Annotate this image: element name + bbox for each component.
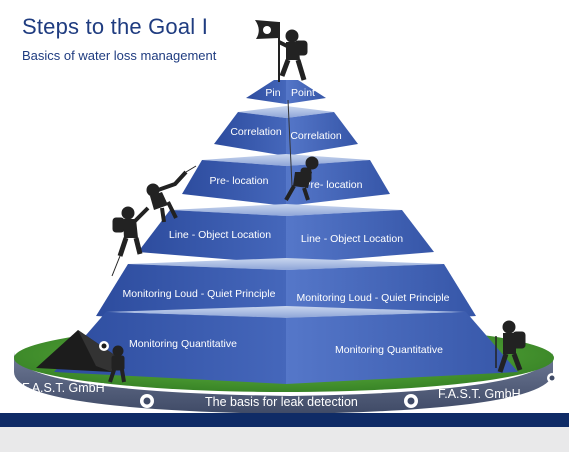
level-label-right: Monitoring Quantitative (335, 344, 443, 356)
company-logo-icon (140, 394, 154, 408)
level-label-left: Line - Object Location (169, 229, 271, 241)
level-label-left: Monitoring Loud - Quiet Principle (123, 288, 276, 300)
level-right-face (286, 80, 326, 104)
level-left-face (138, 210, 286, 264)
climber-icon (146, 165, 197, 223)
pyramid-level-3: Pre- location Pre- location (182, 154, 390, 206)
hiker-icon (108, 345, 126, 383)
level-left-face (246, 80, 286, 104)
level-right-face (286, 112, 358, 156)
base-company-right: F.A.S.T. GmbH (438, 387, 521, 401)
level-right-face (286, 210, 434, 264)
footer-bar (0, 413, 569, 427)
level-label-left: Monitoring Quantitative (129, 338, 237, 350)
level-left-face (182, 160, 286, 206)
level-left-face (214, 112, 286, 156)
level-label-right: Pre- location (304, 179, 363, 191)
level-label-right: Point (291, 87, 315, 99)
flag-icon (255, 20, 280, 82)
base-caption: The basis for leak detection (205, 395, 358, 409)
level-label-right: Correlation (290, 130, 342, 142)
level-label-right: Monitoring Loud - Quiet Principle (297, 292, 450, 304)
climber-icon (284, 99, 319, 201)
company-logo-icon (547, 373, 557, 383)
level-label-left: Pre- location (210, 175, 269, 187)
pyramid-level-2: Correlation Correlation (214, 106, 358, 156)
page-title: Steps to the Goal I (22, 14, 209, 39)
level-label-left: Pin (265, 87, 280, 99)
tent-icon (36, 330, 122, 372)
pyramid-level-1: Pin Point (246, 80, 326, 104)
page-subtitle: Basics of water loss management (22, 48, 217, 63)
climber-icon (278, 29, 308, 81)
company-logo-icon (404, 394, 418, 408)
climber-icon (111, 206, 150, 277)
pyramid-level-4: Line - Object Location Line - Object Loca… (138, 204, 434, 264)
level-right-face (286, 312, 518, 384)
level-right-face (286, 160, 390, 206)
level-label-left: Correlation (230, 126, 282, 138)
base-company-left: F.A.S.T. GmbH (22, 381, 105, 395)
footer-strip (0, 427, 569, 452)
hiker-icon (495, 320, 526, 373)
level-label-right: Line - Object Location (301, 233, 403, 245)
